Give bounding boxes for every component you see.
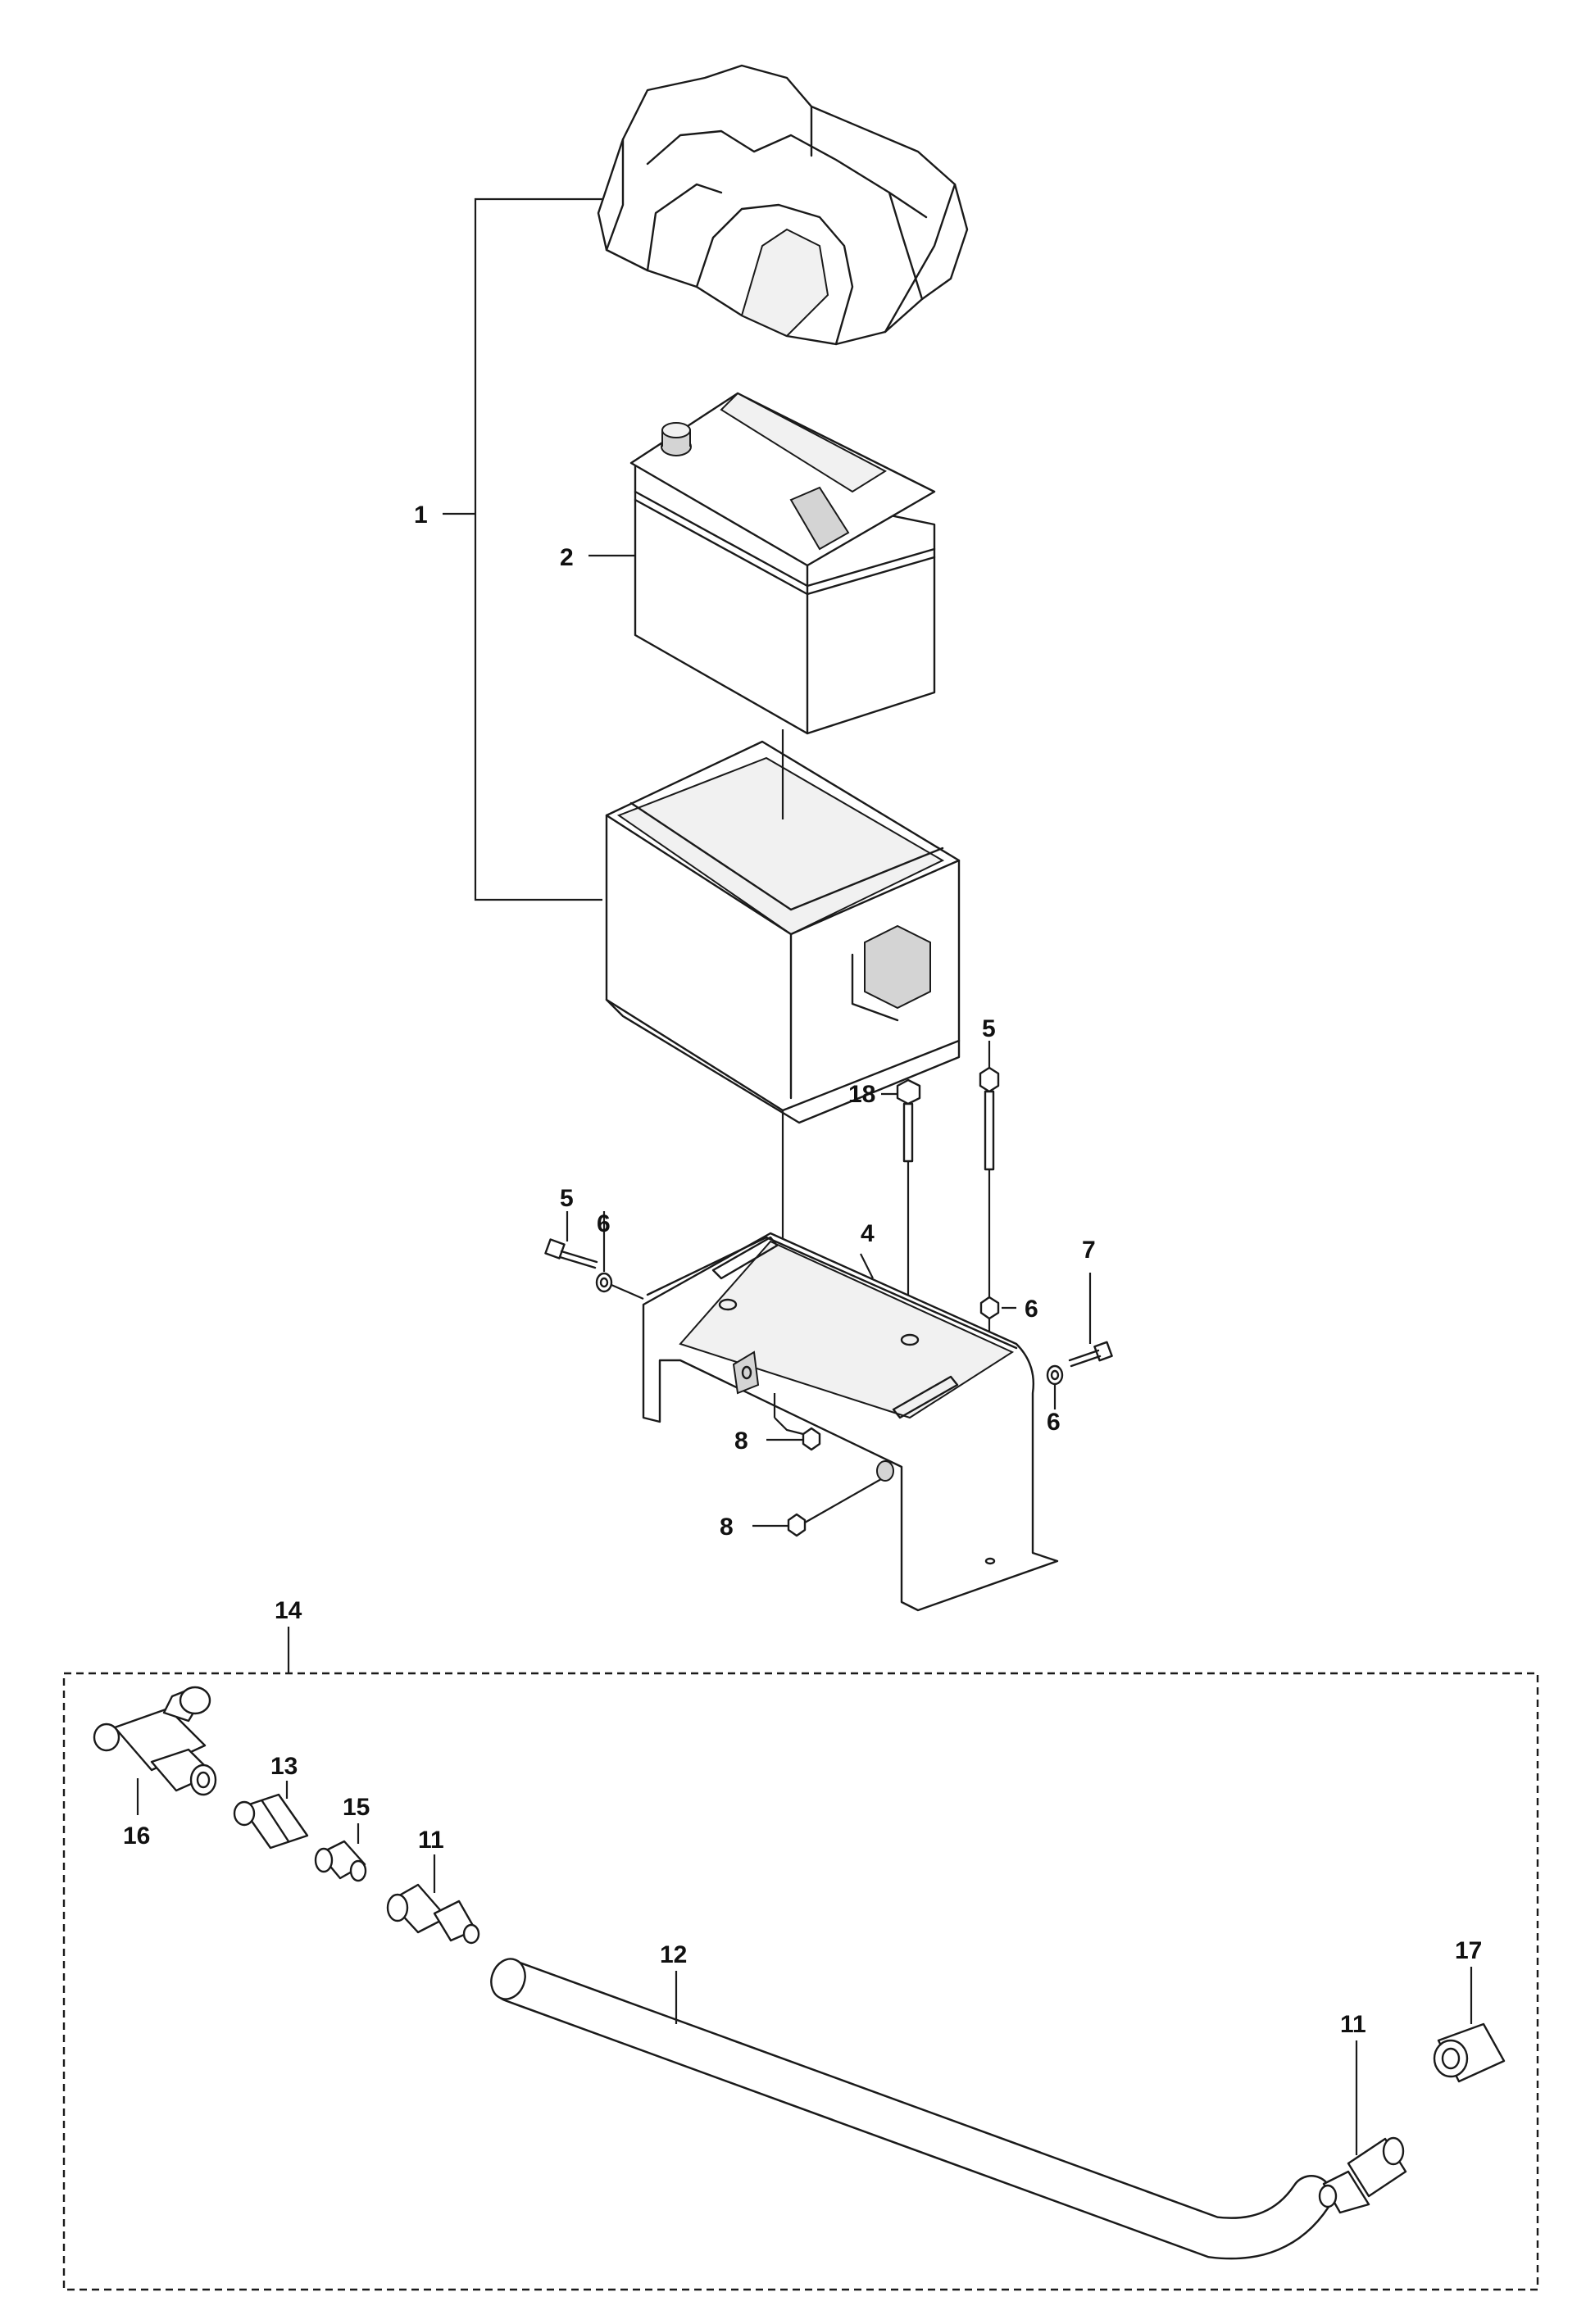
callout-6-middle: 6 [1025, 1296, 1038, 1323]
hose-barb-11-right[interactable] [1318, 2040, 1407, 2214]
nut-6-middle[interactable] [979, 1296, 1016, 1320]
callout-5-left: 5 [560, 1185, 574, 1212]
callout-12: 12 [660, 1941, 687, 1968]
washer-6-left[interactable] [595, 1211, 644, 1300]
nipple-15[interactable] [314, 1823, 367, 1882]
battery-box[interactable] [605, 729, 961, 1124]
battery[interactable] [588, 392, 936, 735]
hose-barb-11-left[interactable] [386, 1854, 480, 1945]
nut-8-lower[interactable] [752, 1478, 882, 1537]
callout-7: 7 [1082, 1237, 1096, 1264]
callout-16: 16 [123, 1822, 150, 1850]
nut-8-upper[interactable] [766, 1393, 821, 1451]
bolt-18[interactable] [881, 1078, 921, 1163]
callout-5-right: 5 [982, 1015, 996, 1042]
callout-13: 13 [270, 1753, 298, 1780]
battery-mount-bracket[interactable] [642, 1232, 1059, 1612]
assembly-bracket-1 [443, 197, 602, 901]
callout-8-lower: 8 [720, 1514, 734, 1541]
callout-15: 15 [343, 1794, 370, 1821]
kit-14-box [62, 1627, 1539, 2291]
callout-8-upper: 8 [734, 1428, 748, 1455]
bolt-5-left[interactable] [544, 1211, 598, 1269]
callout-labels: 1 2 4 5 6 18 5 6 7 6 8 8 14 16 13 15 11 … [123, 502, 1482, 2038]
cap-17[interactable] [1433, 1967, 1506, 2083]
bolt-5-right[interactable] [979, 1041, 1000, 1171]
callout-1: 1 [414, 502, 428, 529]
bolt-7[interactable] [1068, 1273, 1113, 1368]
callout-2: 2 [560, 544, 574, 571]
callout-4: 4 [861, 1220, 875, 1247]
callout-11-right: 11 [1340, 2011, 1366, 2038]
drain-valve-16[interactable] [93, 1686, 217, 1815]
battery-cover[interactable] [597, 64, 969, 346]
callout-6-left: 6 [597, 1210, 611, 1237]
callout-14: 14 [275, 1597, 302, 1624]
fitting-13[interactable] [233, 1781, 309, 1850]
callout-6-right: 6 [1047, 1409, 1061, 1436]
hose-12[interactable] [486, 1954, 1333, 2260]
callout-17: 17 [1455, 1937, 1482, 1964]
callout-18: 18 [848, 1081, 875, 1108]
callout-11-left: 11 [418, 1827, 444, 1854]
washer-6-right[interactable] [1046, 1364, 1064, 1409]
